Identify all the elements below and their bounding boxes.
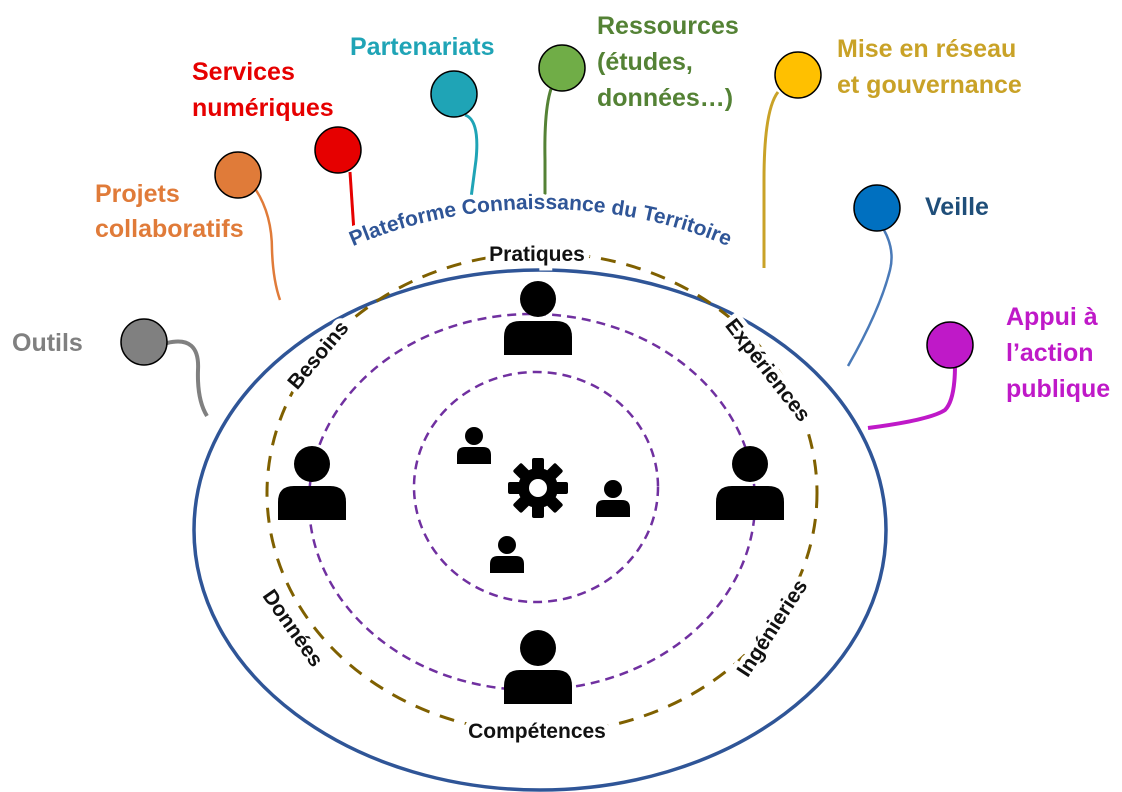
pin-ressources <box>538 44 586 92</box>
connector-reseau <box>762 91 780 268</box>
connector-veille <box>846 229 893 367</box>
pin-outils <box>120 318 168 366</box>
connector-ressources <box>543 88 553 205</box>
svg-text:Pratiques: Pratiques <box>489 243 585 266</box>
connector-projets <box>254 189 282 301</box>
gear-icon <box>508 458 568 518</box>
connector-services <box>348 171 356 233</box>
svg-text:Pratiques: Pratiques <box>489 243 585 266</box>
pin-veille <box>853 184 901 232</box>
pin-appui <box>926 321 974 369</box>
ring-outer-dashed <box>265 251 819 735</box>
ring-label-competences: Compétences Compétences <box>463 715 611 748</box>
label-appui: Appui à l’action publique <box>1006 303 1110 403</box>
label-reseau: Mise en réseau et gouvernance <box>837 35 1023 99</box>
connector-outils <box>166 339 209 418</box>
svg-text:Compétences: Compétences <box>468 720 606 743</box>
label-veille: Veille <box>925 193 989 221</box>
platform-title: Plateforme Connaissance du Territoire <box>346 191 735 251</box>
platform-ellipse <box>192 268 888 792</box>
ring-inner-dashed <box>412 370 660 604</box>
pin-partenariats <box>430 70 478 118</box>
ring-label-pratiques: Pratiques Pratiques <box>484 238 590 271</box>
connector-partenariats <box>464 113 479 199</box>
label-ressources: Ressources (études, données…) <box>597 12 746 112</box>
pin-reseau <box>774 51 822 99</box>
pin-services <box>314 126 362 174</box>
label-outils: Outils <box>12 329 83 357</box>
connector-appui <box>867 364 957 430</box>
svg-text:Compétences: Compétences <box>468 720 606 743</box>
label-partenariats: Partenariats <box>350 33 495 61</box>
pin-projets <box>214 151 262 199</box>
label-projets: Projets collaboratifs <box>95 180 244 243</box>
label-services: Services numériques <box>192 58 334 122</box>
